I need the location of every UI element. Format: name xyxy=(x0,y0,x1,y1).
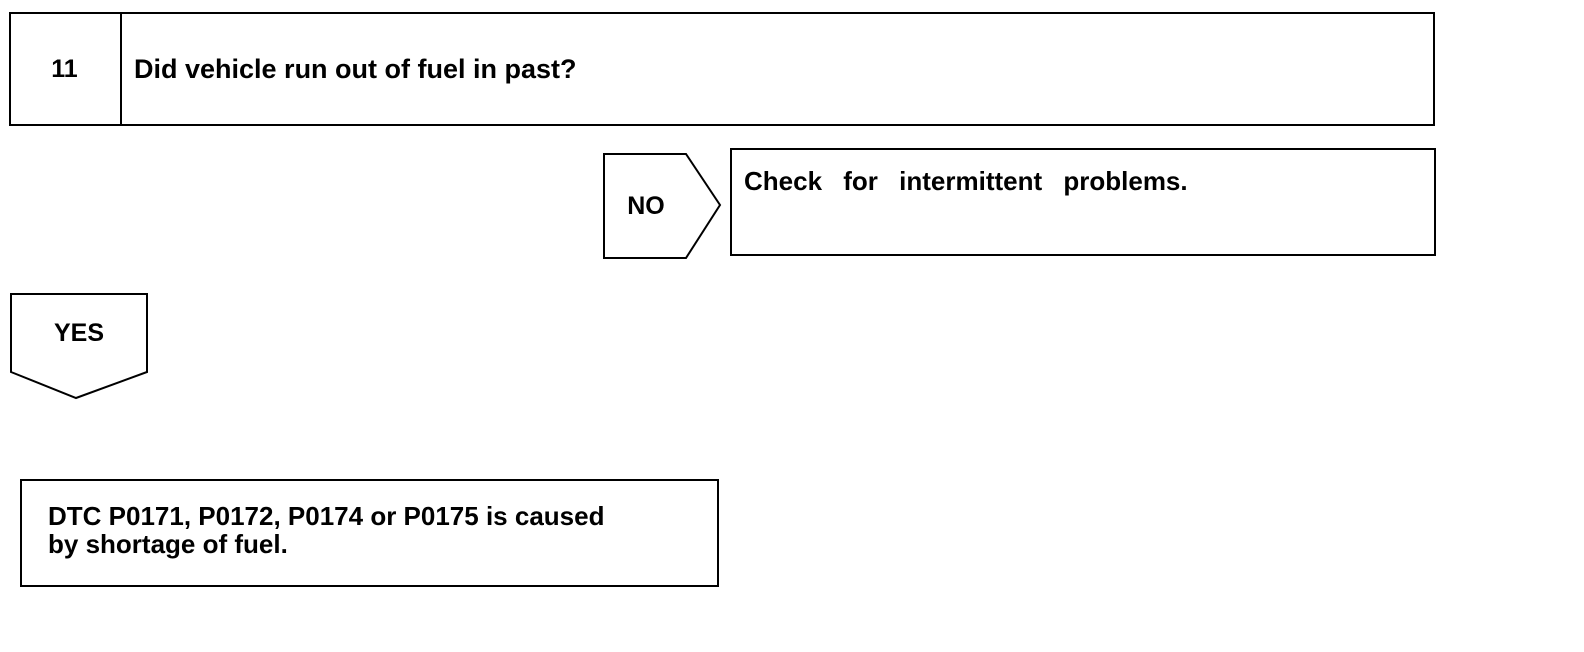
step-divider xyxy=(120,12,122,126)
step-question: Did vehicle run out of fuel in past? xyxy=(134,53,577,84)
no-result-box xyxy=(730,148,1436,256)
step-number: 11 xyxy=(51,54,78,83)
conclusion-text: DTC P0171, P0172, P0174 or P0175 is caus… xyxy=(48,502,708,558)
conclusion-box xyxy=(20,479,719,587)
no-result-text: Check for intermittent problems. xyxy=(744,166,1188,196)
conclusion-line-2: by shortage of fuel. xyxy=(48,529,288,559)
yes-label: YES xyxy=(53,318,105,347)
no-label: NO xyxy=(627,191,665,220)
conclusion-line-1: DTC P0171, P0172, P0174 or P0175 is caus… xyxy=(48,501,605,531)
step-box xyxy=(9,12,1435,126)
